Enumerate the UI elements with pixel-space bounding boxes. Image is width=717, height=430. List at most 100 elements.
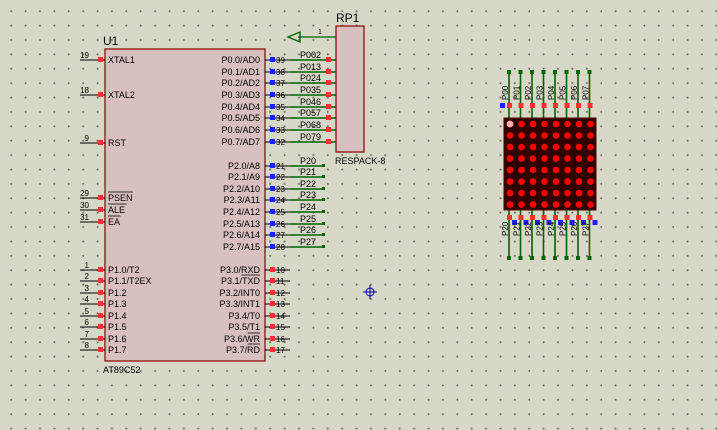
pin-marker (546, 220, 552, 225)
led-dot (575, 189, 583, 197)
pin-marker (98, 219, 103, 224)
u1-pin-number: 30 (80, 201, 89, 210)
matrix-top-label: P03 (536, 85, 545, 100)
u1-pin-name: P1.7 (108, 345, 127, 355)
u1-pin-number: 11 (276, 277, 285, 286)
u1-pin-name: XTAL2 (108, 90, 135, 100)
wire-end (564, 256, 569, 260)
wire-end (322, 164, 325, 167)
pin-marker (523, 220, 529, 225)
pin-marker (541, 103, 547, 108)
net-label: P035 (300, 85, 321, 95)
u1-pin-name: P1.3 (108, 299, 127, 309)
led-dot (552, 143, 560, 151)
pin-marker (587, 103, 593, 108)
led-dot (587, 143, 594, 151)
led-dot (518, 120, 525, 128)
rp1-part: RESPACK-8 (335, 156, 385, 166)
matrix-bottom-label: P20 (501, 221, 510, 236)
u1-pin-number: 13 (276, 300, 285, 309)
net-label: P024 (300, 73, 321, 83)
pin-marker (98, 140, 103, 145)
pin-marker (98, 336, 103, 341)
pin-marker (592, 220, 598, 225)
u1-pin-name: P3.7/RD (226, 345, 261, 355)
u1-pin-number: 38 (276, 68, 285, 77)
wire-end (576, 70, 580, 74)
u1-pin-number: 28 (276, 243, 285, 252)
pin-marker (98, 301, 103, 306)
led-dot (541, 120, 548, 128)
led-dot (564, 189, 571, 197)
matrix-bottom-label: P25 (559, 221, 568, 236)
u1-pin-number: 35 (276, 103, 285, 112)
wire-end (541, 256, 546, 260)
led-dot (506, 201, 514, 208)
led-dot (529, 143, 537, 151)
u1-pin-name: P3.5/T1 (228, 322, 260, 332)
matrix-top-label: P04 (547, 85, 556, 100)
wire-end (507, 256, 511, 260)
net-label: P22 (300, 179, 316, 189)
wire-end (564, 70, 569, 74)
led-dot (518, 132, 525, 139)
u1-pin-number: 10 (276, 266, 285, 275)
wire-end (507, 70, 511, 74)
pin-marker (576, 103, 581, 108)
pin-marker (270, 115, 275, 120)
led-dot (529, 120, 537, 128)
pin-marker (270, 336, 275, 341)
matrix-bottom-label: P21 (513, 221, 522, 236)
matrix-top-label: P05 (559, 85, 568, 100)
u1-pin-number: 34 (276, 114, 285, 123)
u1-pin-number: 9 (85, 134, 90, 143)
led-dot (587, 155, 594, 162)
pin-marker (500, 103, 505, 108)
power-terminal-icon[interactable] (286, 30, 301, 44)
net-label: P26 (300, 225, 316, 235)
pin-marker (270, 104, 275, 109)
rp1-ref: RP1 (336, 11, 360, 25)
u1-pin-name: P2.3/A11 (224, 195, 260, 205)
led-dot (587, 201, 594, 208)
pin-marker (98, 57, 103, 62)
u1-pin-number: 25 (276, 208, 285, 217)
pin-marker (553, 215, 558, 220)
rp1-pin-marker (326, 127, 331, 132)
led-dot (575, 178, 583, 185)
u1-pin-name: P0.2/AD2 (221, 78, 260, 88)
pin-marker (270, 139, 275, 144)
rp1-pin-marker (326, 57, 331, 62)
pin-marker (581, 220, 586, 225)
pin-marker (270, 92, 275, 97)
rp1-component[interactable]: RP1 RESPACK-8 1 (286, 11, 385, 166)
led-dot (575, 143, 583, 151)
pin-marker (530, 215, 535, 220)
u1-pin-name: P0.6/AD6 (221, 125, 260, 135)
pin-marker (270, 290, 275, 295)
led-dot (518, 178, 525, 185)
wire-end (553, 256, 557, 260)
pin-marker (270, 69, 275, 74)
pin-marker (98, 195, 103, 200)
led-dot (575, 166, 583, 174)
pin-marker (270, 57, 275, 62)
led-dot (575, 120, 583, 128)
u1-pin-name: ALE (108, 205, 125, 215)
u1-pin-name: P1.0/T2 (108, 265, 140, 275)
pin-marker (98, 267, 103, 272)
u1-pin-name: P0.5/AD5 (221, 113, 260, 123)
u1-pin-number: 6 (85, 318, 90, 327)
pin-marker (270, 127, 275, 132)
u1-pin-name: P2.7/A15 (223, 242, 260, 252)
u1-pin-name: P0.1/AD1 (221, 67, 260, 77)
net-label: P24 (300, 202, 316, 212)
u1-pin-number: 21 (276, 162, 285, 171)
u1-pin-name: P3.1/TXD (221, 276, 261, 286)
led-dot (587, 120, 594, 128)
u1-pin-name: P3.0/RXD (220, 265, 261, 275)
led-dot (564, 178, 571, 185)
